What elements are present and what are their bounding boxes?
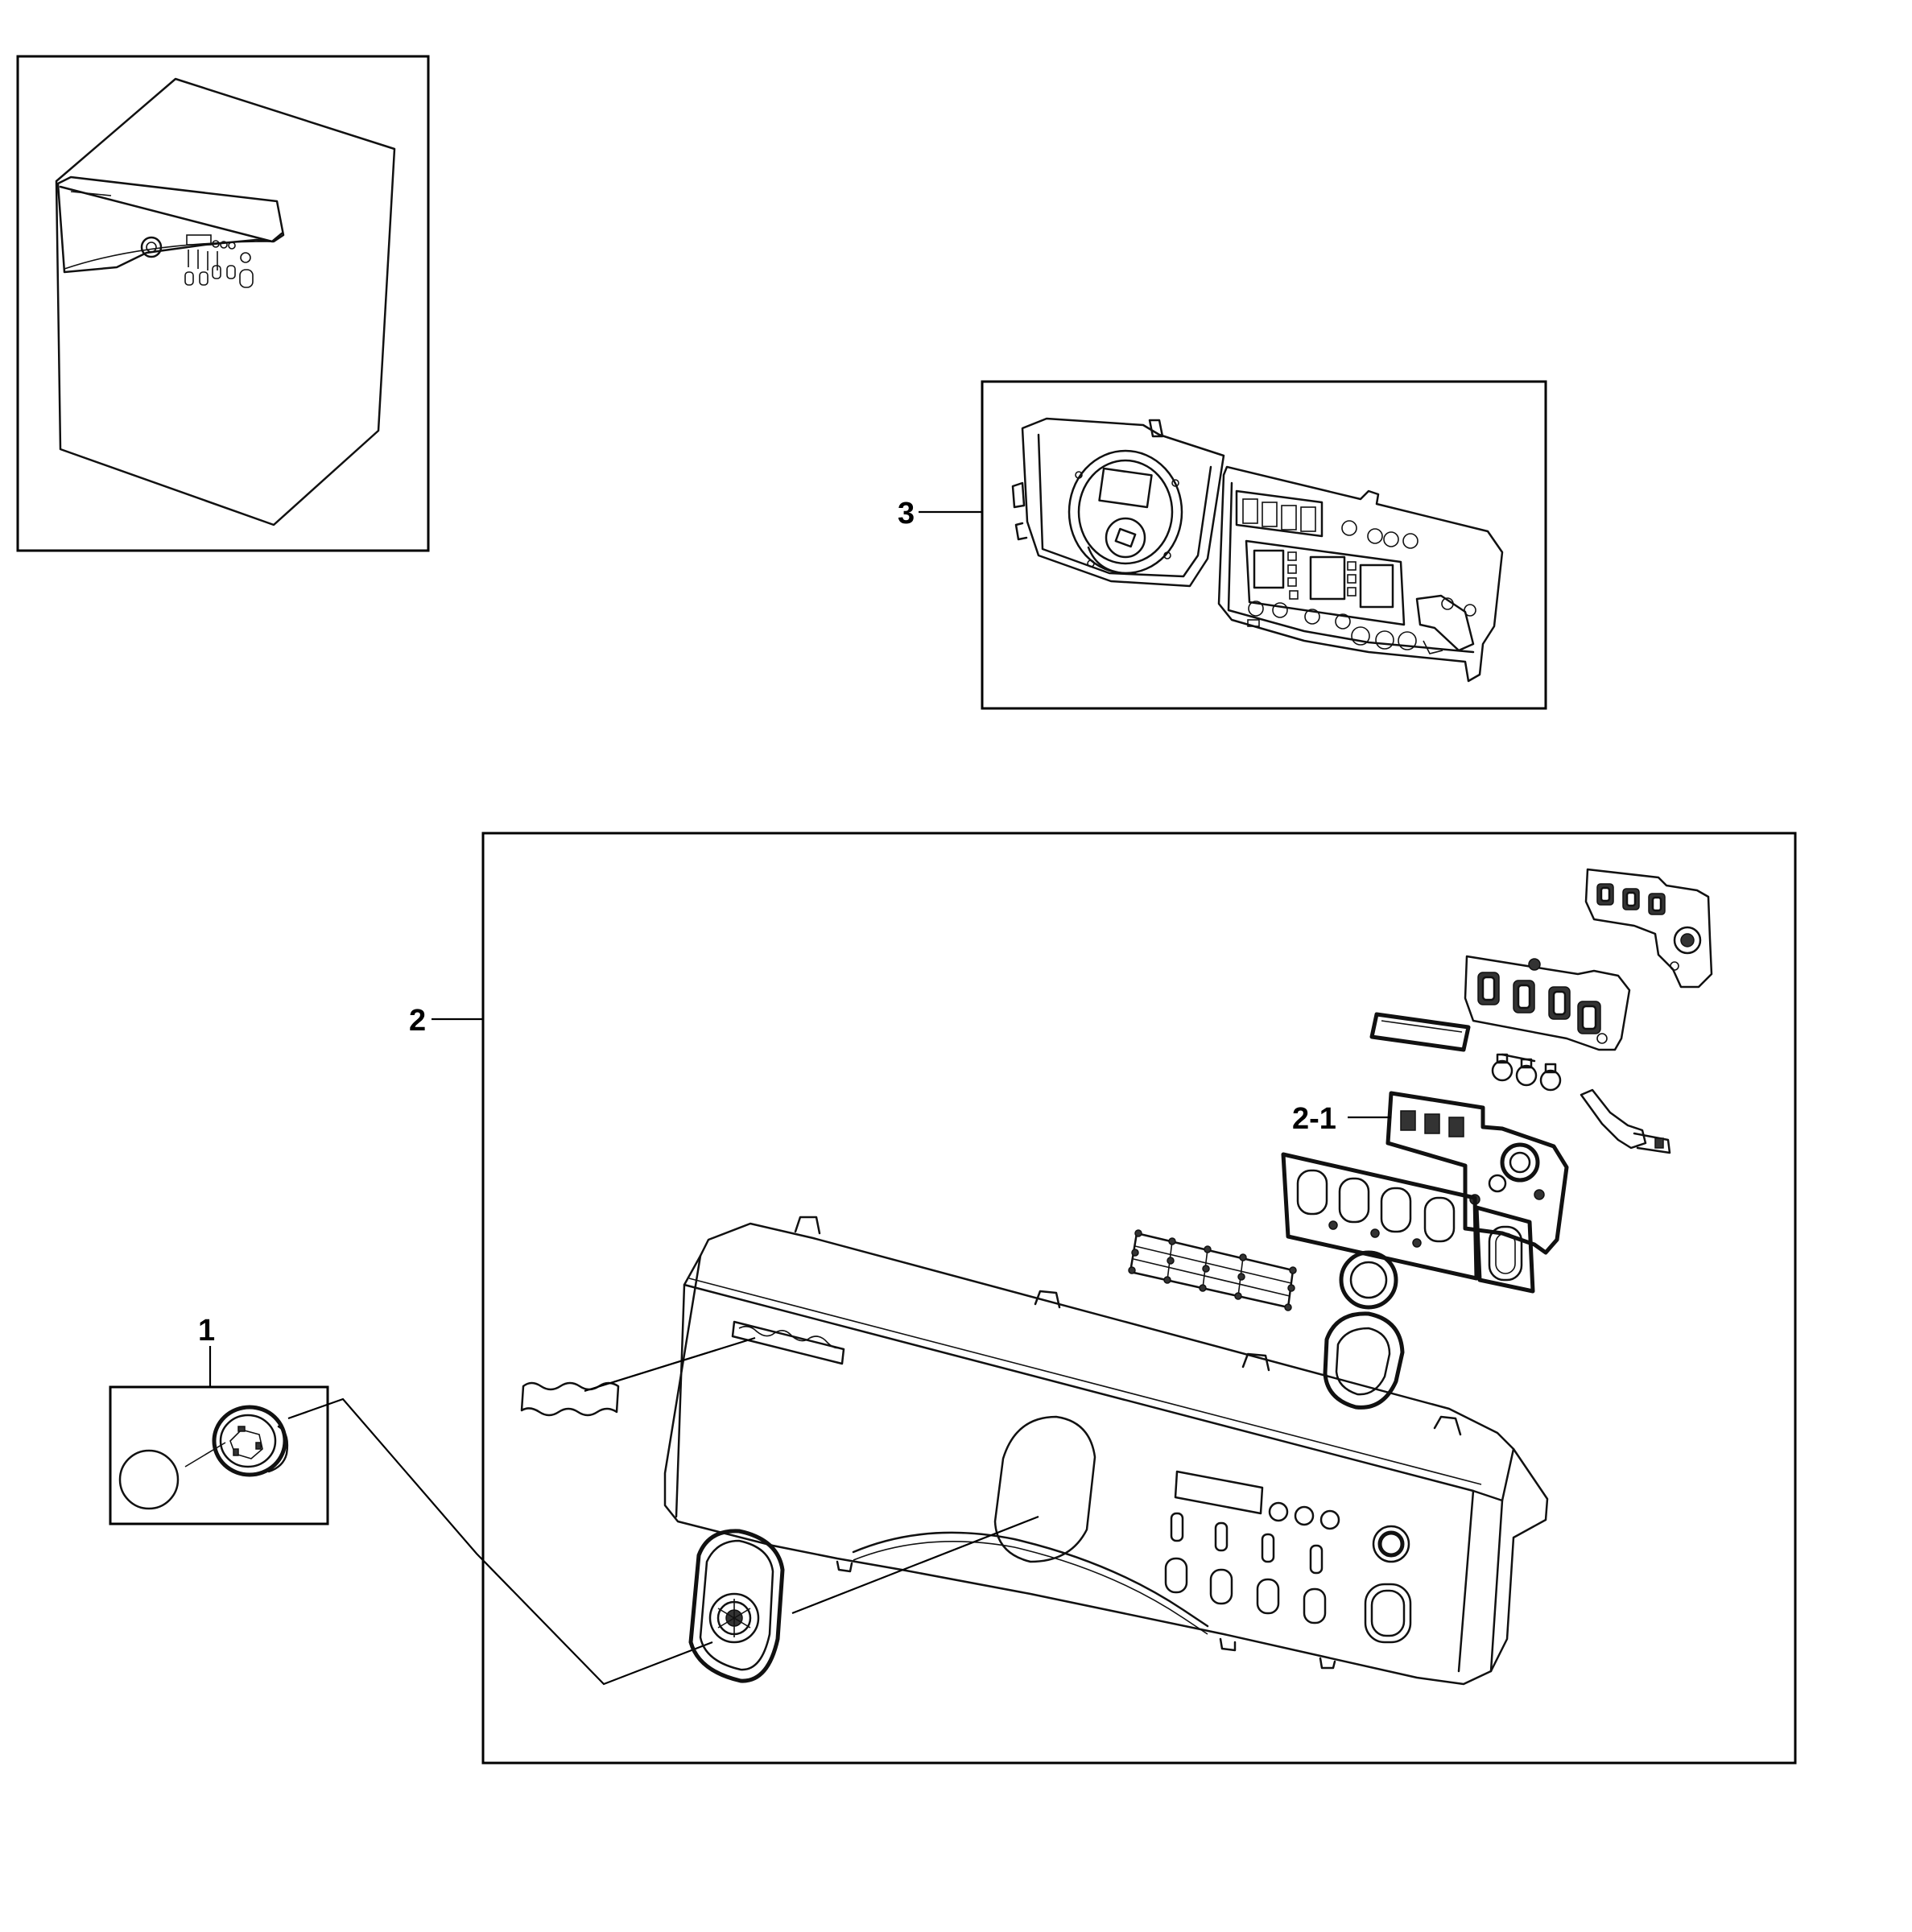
display-window-illustration — [1369, 1012, 1471, 1052]
knob-illustration — [118, 1405, 289, 1510]
overview-washer-panel — [16, 55, 430, 552]
badge-illustration — [520, 1336, 756, 1417]
washer-cabinet-illustration — [55, 77, 396, 526]
callout-2: 2 — [409, 1004, 426, 1038]
dial-illustration — [688, 1529, 785, 1683]
callout-3: 3 — [898, 497, 915, 530]
button-frame-illustration — [1281, 1152, 1535, 1294]
sub-pcb-2-1-illustration — [1385, 1091, 1569, 1255]
switch-pcb-illustration — [1464, 955, 1631, 1051]
ring-gaskets-illustration — [1323, 1250, 1405, 1410]
push-buttons-illustration — [1491, 1053, 1562, 1092]
main-pcb-illustration — [1011, 417, 1504, 683]
part-3-panel: 3 — [898, 380, 1547, 710]
gasket-grid-illustration — [1128, 1229, 1297, 1311]
callout-1: 1 — [198, 1314, 215, 1348]
part-1-panel: 1 — [109, 1314, 329, 1525]
callout-2-1: 2-1 — [1292, 1102, 1336, 1136]
light-lever-illustration — [1580, 1088, 1671, 1154]
knob-leader-lines — [287, 1397, 713, 1686]
control-panel-illustration — [663, 1216, 1549, 1686]
part-2-panel: 2 — [409, 832, 1797, 1765]
encoder-pcb-illustration — [1584, 868, 1713, 989]
